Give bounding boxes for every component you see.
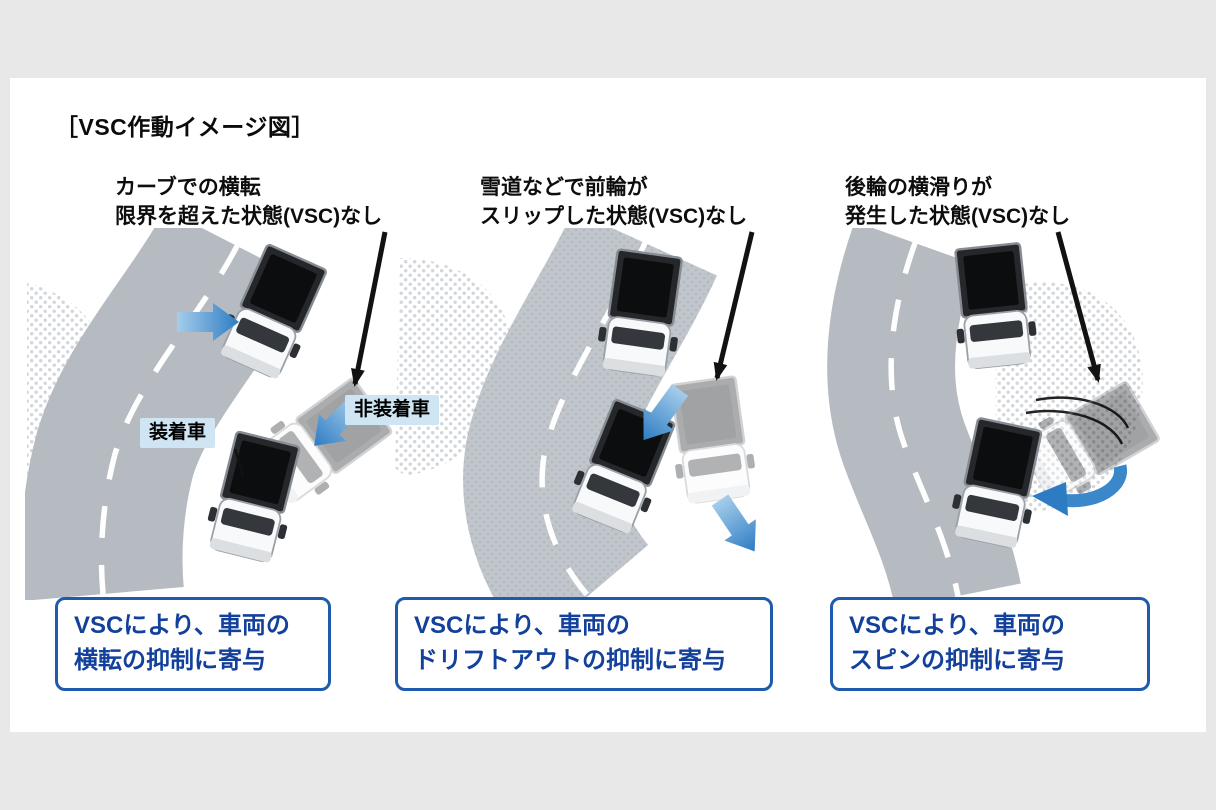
result-box-drift-out: VSCにより、車両の ドリフトアウトの抑制に寄与: [395, 597, 773, 691]
caption-spin: 後輪の横滑りが 発生した状態(VSC)なし: [845, 173, 1070, 232]
caption-rollover-line2: 限界を超えた状態(VSC)なし: [115, 205, 383, 229]
result-rollover-line2: 横転の抑制に寄与: [74, 646, 266, 674]
caption-spin-line2: 発生した状態(VSC)なし: [845, 205, 1071, 229]
label-equipped-vehicle: 装着車: [140, 418, 216, 448]
label-non-equipped-vehicle: 非装着車: [345, 395, 440, 425]
scene-rollover: [25, 228, 395, 600]
lane-dashes: [888, 242, 961, 597]
lane-dashes: [98, 244, 240, 595]
result-box-spin: VSCにより、車両の スピンの抑制に寄与: [830, 597, 1150, 691]
result-spin-line1: VSCにより、車両の: [849, 612, 1065, 639]
caption-drift-out-line2: スリップした状態(VSC)なし: [480, 205, 748, 229]
yaw-correction-arc-arrow-icon: [1061, 464, 1128, 508]
diagram-title: ［VSC作動イメージ図］: [55, 114, 315, 140]
equipped-label-leader-line: [233, 448, 245, 476]
scene-spin: [827, 228, 1165, 600]
road-curve: [827, 228, 1021, 600]
caption-spin-line1: 後輪の横滑りが: [845, 176, 992, 199]
truck-equipped-top: [946, 241, 1041, 372]
result-box-rollover: VSCにより、車両の 横転の抑制に寄与: [55, 597, 331, 691]
result-rollover-line1: VSCにより、車両の: [74, 612, 290, 639]
caption-rollover-line1: カーブでの横転: [115, 176, 261, 199]
caption-rollover: カーブでの横転 限界を超えた状態(VSC)なし: [115, 173, 382, 232]
diagram-card: ［VSC作動イメージ図］ カーブでの横転 限界を超えた状態(VSC)なし 雪道な…: [10, 78, 1206, 732]
caption-drift-out: 雪道などで前輪が スリップした状態(VSC)なし: [480, 173, 747, 232]
pointer-arrow-rollover: [351, 231, 388, 387]
result-drift-out-line1: VSCにより、車両の: [414, 612, 630, 639]
result-spin-line2: スピンの抑制に寄与: [849, 646, 1065, 674]
yaw-correction-arrow-head-icon: [1032, 482, 1068, 516]
pointer-arrow-drift-out: [713, 231, 755, 381]
caption-drift-out-line1: 雪道などで前輪が: [480, 176, 648, 199]
scene-drift-out: [395, 228, 771, 600]
pointer-arrow-spin: [1055, 231, 1101, 383]
result-drift-out-line2: ドリフトアウトの抑制に寄与: [414, 646, 726, 674]
